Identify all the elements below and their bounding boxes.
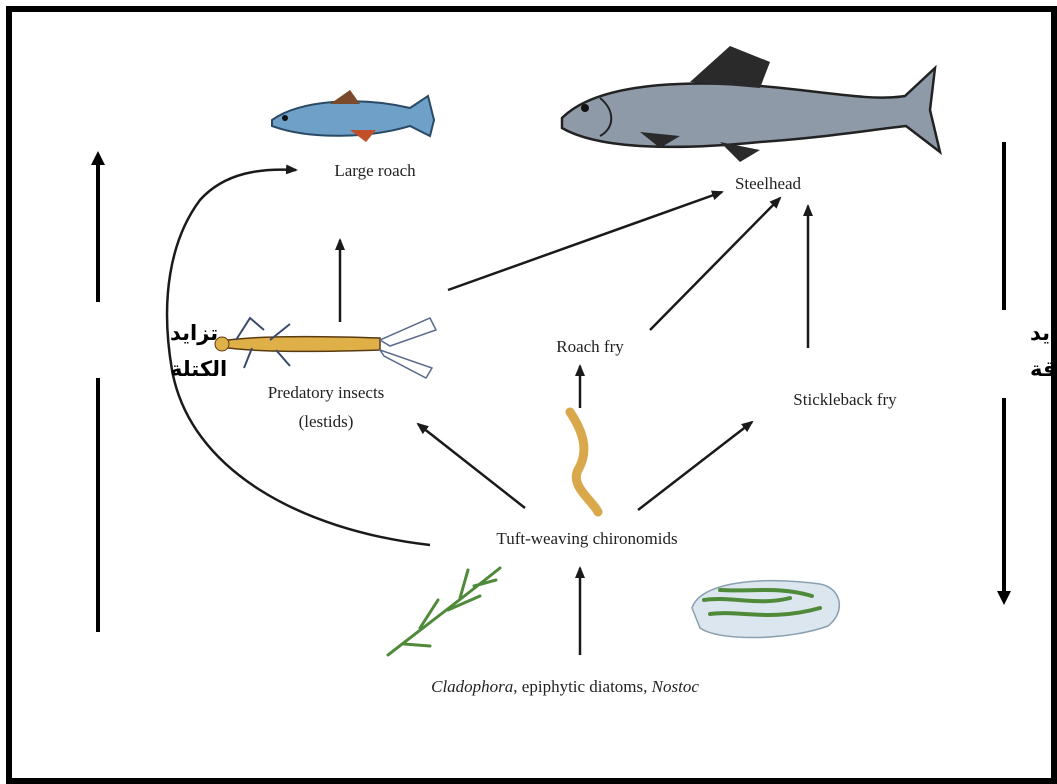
right-label-line1: تزايد: [1030, 321, 1057, 345]
nostoc-illustration: [692, 581, 839, 638]
label-predatory-insects: Predatory insects: [268, 383, 385, 402]
label-steelhead: Steelhead: [735, 174, 802, 193]
label-stickleback-fry: Stickleback fry: [793, 390, 897, 409]
label-large-roach: Large roach: [334, 161, 416, 180]
label-diatoms: , epiphytic diatoms,: [513, 677, 651, 696]
arrow-chironomids-to-insects: [418, 424, 525, 508]
left-label-line2: الكتلة: [170, 357, 227, 381]
label-chironomids: Tuft-weaving chironomids: [496, 529, 677, 548]
right-label-line2: الطاقة: [1030, 357, 1057, 381]
arrow-roachfry-to-steelhead: [650, 198, 780, 330]
chironomid-illustration: [570, 412, 598, 512]
cladophora-illustration: [388, 568, 500, 655]
label-nostoc: Nostoc: [651, 677, 700, 696]
label-lestids: (lestids): [299, 412, 354, 431]
label-cladophora: Cladophora: [431, 677, 513, 696]
large-roach-illustration: [272, 90, 434, 142]
predatory-insect-illustration: [215, 318, 436, 378]
steelhead-illustration: [562, 46, 940, 162]
arrow-chironomids-to-stickleback: [638, 422, 752, 510]
left-label-line1: تزايد: [170, 321, 218, 345]
label-producers: Cladophora, epiphytic diatoms, Nostoc: [431, 677, 699, 696]
label-roach-fry: Roach fry: [556, 337, 624, 356]
arrow-insects-to-steelhead: [448, 192, 722, 290]
